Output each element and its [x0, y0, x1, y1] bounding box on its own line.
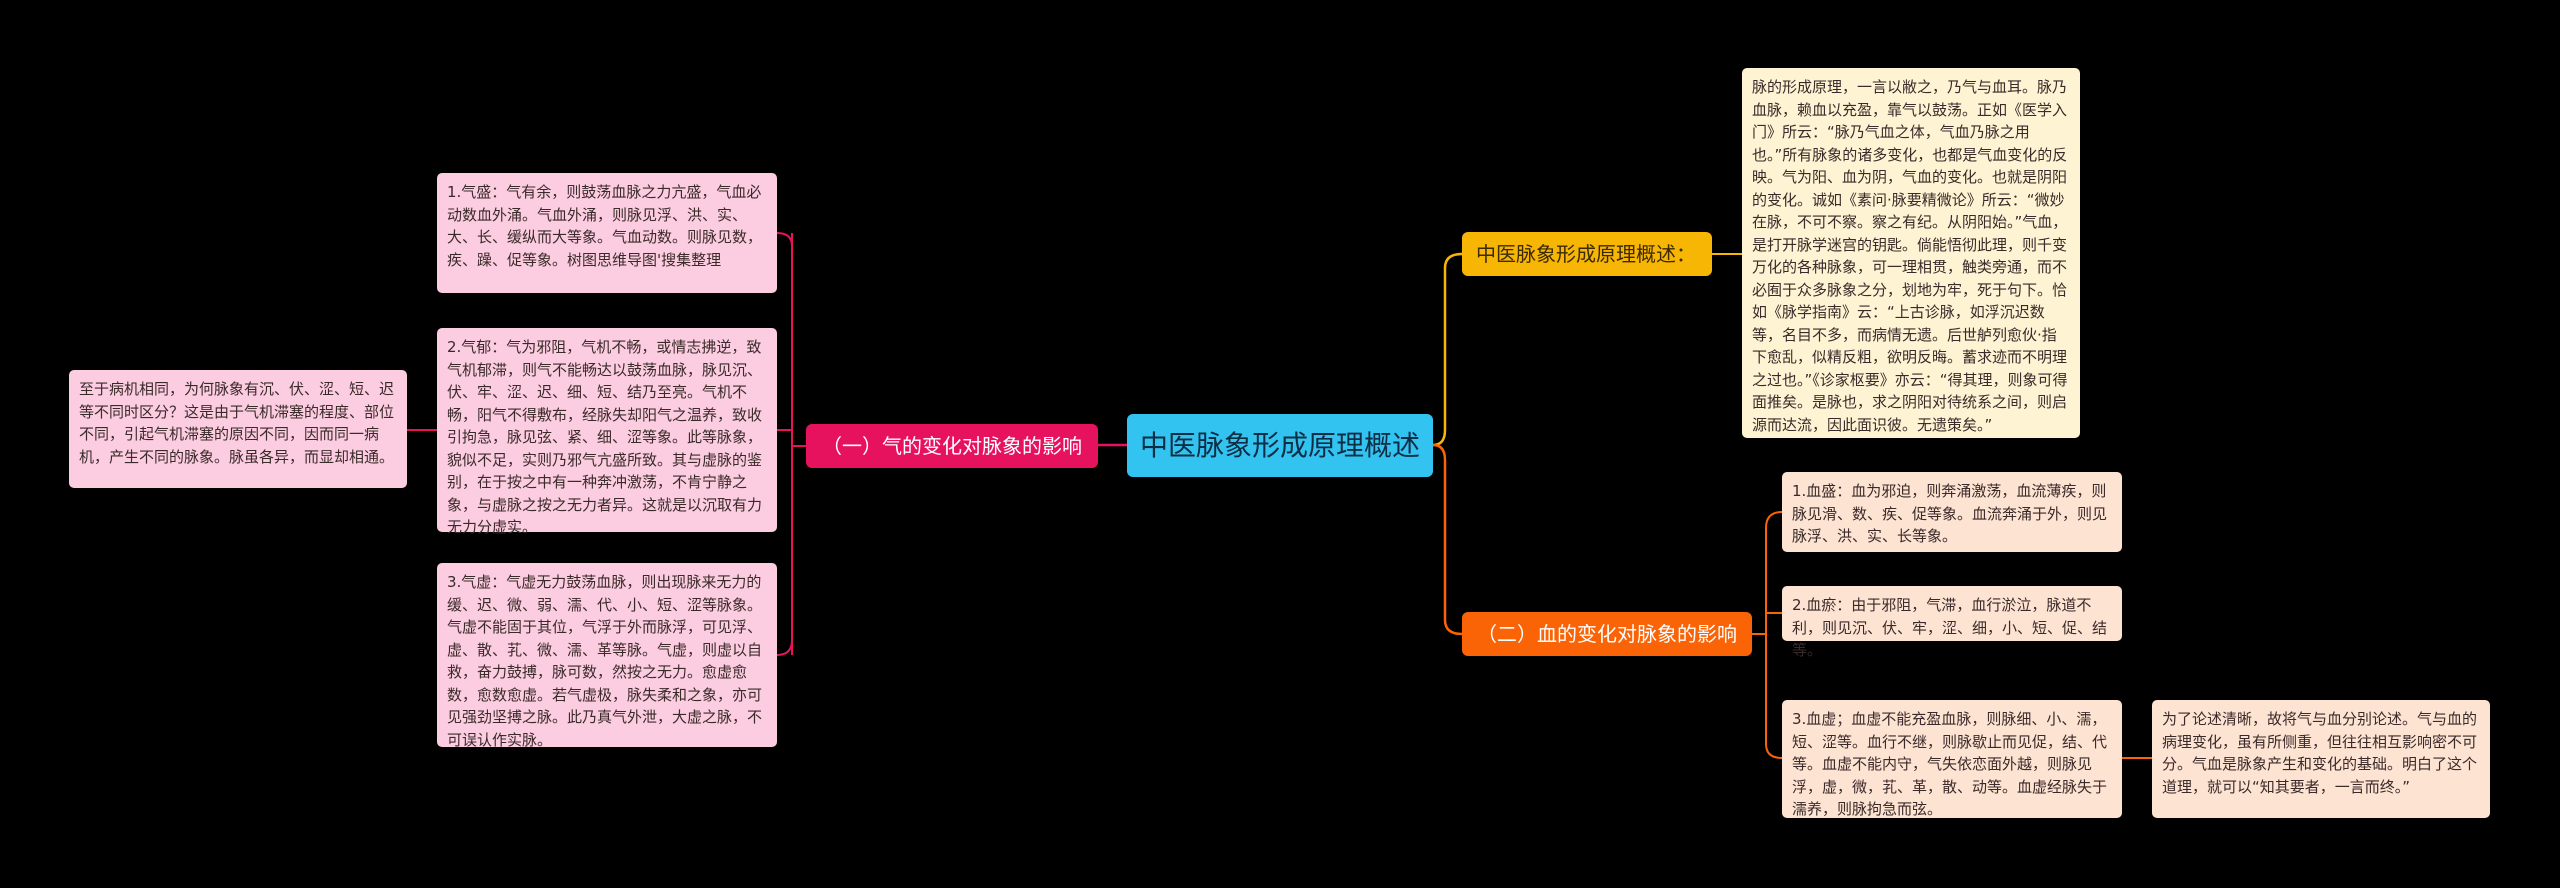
connector-bottom-leaves — [1752, 511, 1783, 759]
branch-blood-label: （二）血的变化对脉象的影响 — [1477, 622, 1737, 646]
root-topic[interactable]: 中医脉象形成原理概述 — [1127, 414, 1433, 477]
leaf-qi-sheng[interactable]: 1.气盛：气有余，则鼓荡血脉之力亢盛，气血必动数血外涌。气血外涌，则脉见浮、洪、… — [437, 173, 777, 293]
leaf-overview-text[interactable]: 脉的形成原理，一言以敝之，乃气与血耳。脉乃血脉，赖血以充盈，靠气以鼓荡。正如《医… — [1742, 68, 2080, 438]
leaf-blood-note[interactable]: 为了论述清晰，故将气与血分别论述。气与血的病理变化，虽有所侧重，但往往相互影响密… — [2152, 700, 2490, 818]
leaf-qi-yu[interactable]: 2.气郁：气为邪阻，气机不畅，或情志拂逆，致气机郁滞，则气不能畅达以鼓荡血脉，脉… — [437, 328, 777, 536]
leaf-blood-sheng[interactable]: 1.血盛：血为邪迫，则奔涌激荡，血流薄疾，则脉见滑、数、疾、促等象。血流奔涌于外… — [1782, 472, 2122, 552]
leaf-qi-note[interactable]: 至于病机相同，为何脉象有沉、伏、涩、短、迟等不同时区分？这是由于气机滞塞的程度、… — [69, 370, 407, 488]
connector-root-top — [1432, 252, 1463, 447]
leaf-blood-yu[interactable]: 2.血瘀：由于邪阻，气滞，血行淤泣，脉道不利，则见沉、伏、牢，涩、细，小、短、促… — [1782, 586, 2122, 659]
connector-root-bottom — [1432, 443, 1463, 636]
branch-overview-label: 中医脉象形成原理概述： — [1476, 242, 1696, 266]
branch-qi-label: （一）气的变化对脉象的影响 — [822, 434, 1082, 458]
leaf-qi-xu[interactable]: 3.气虚：气虚无力鼓荡血脉，则出现脉来无力的缓、迟、微、弱、濡、代、小、短、涩等… — [437, 563, 777, 749]
branch-blood-influence[interactable]: （二）血的变化对脉象的影响 — [1462, 612, 1752, 656]
root-title: 中医脉象形成原理概述 — [1139, 428, 1420, 462]
branch-overview[interactable]: 中医脉象形成原理概述： — [1462, 232, 1712, 276]
branch-qi-influence[interactable]: （一）气的变化对脉象的影响 — [806, 424, 1098, 468]
connector-left-leaves — [776, 232, 806, 656]
leaf-blood-xu[interactable]: 3.血虚；血虚不能充盈血脉，则脉细、小、濡，短、涩等。血行不继，则脉歇止而见促，… — [1782, 700, 2122, 818]
